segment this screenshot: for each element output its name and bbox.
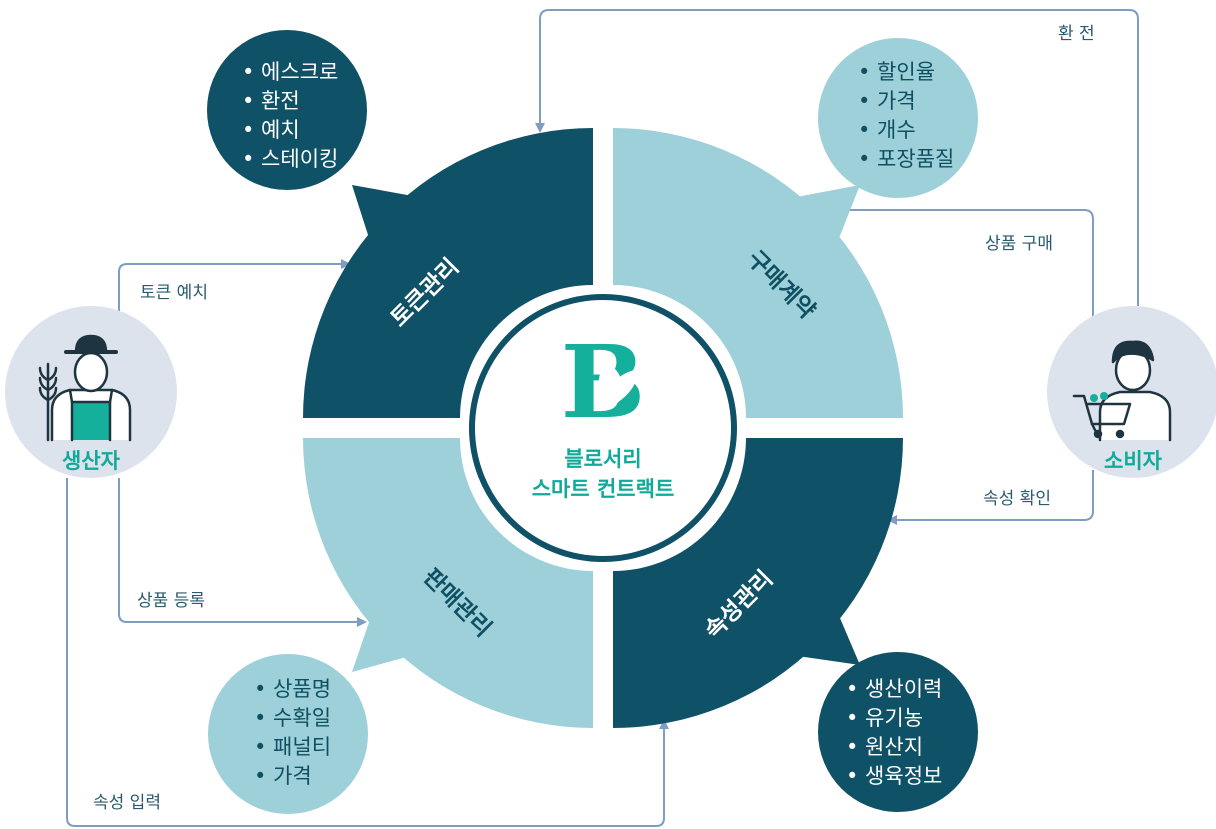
bubble-purchase: • 할인율 • 가격 • 개수 • 포장품질	[818, 38, 978, 198]
bubble-sales-item: • 수확일	[254, 706, 331, 730]
bubble-token: • 에스크로 • 환전 • 예치 • 스테이킹	[207, 30, 367, 190]
flow-token-deposit-line	[118, 259, 351, 324]
quadrant-purchase-tail	[770, 185, 860, 266]
quadrant-token-tail	[352, 185, 446, 266]
flow-attribute-input-label: 속성 입력	[93, 793, 161, 813]
flow-labels: 환 전 상품 구매 속성 확인 토큰 예치 상품 등록 속성 입력	[93, 24, 1095, 813]
center-ring	[469, 294, 737, 562]
flow-purchase-label: 상품 구매	[985, 234, 1053, 254]
center-title-line2: 스마트 컨트랙트	[532, 477, 675, 501]
quadrant-attribute	[613, 438, 903, 728]
contract-ring: 토큰관리 구매계약 판매관리 속성관리	[303, 128, 903, 728]
actor-producer: 생산자	[5, 306, 177, 478]
quadrant-sales-tail	[352, 590, 446, 672]
leaf-icon	[606, 370, 637, 409]
flow-attribute-check-label: 속성 확인	[983, 489, 1051, 509]
bubble-token-item: • 환전	[242, 89, 300, 113]
actor-consumer: 소비자	[1047, 306, 1216, 478]
bubble-purchase-item: • 개수	[858, 118, 916, 142]
flow-exchange-label: 환 전	[1058, 24, 1095, 44]
flow-attribute-check-line	[887, 470, 1094, 525]
bubble-token-item: • 에스크로	[242, 60, 338, 84]
flow-product-register-line	[118, 478, 367, 627]
quadrant-sales	[303, 438, 593, 728]
flow-lines	[66, 9, 1139, 827]
bubble-purchase-item: • 포장품질	[858, 147, 954, 171]
quadrant-token	[303, 128, 593, 418]
bubble-token-item: • 스테이킹	[242, 147, 338, 171]
flow-purchase-line	[837, 205, 1094, 320]
bubble-attribute-item: • 생산이력	[846, 677, 942, 701]
center-hub: B 블로서리 스마트 컨트랙트	[469, 294, 737, 562]
bubble-attribute: • 생산이력 • 유기농 • 원산지 • 생육정보	[818, 652, 978, 812]
bubble-token-item: • 예치	[242, 118, 300, 142]
bubble-attribute-item: • 원산지	[846, 735, 923, 759]
bubble-purchase-item: • 할인율	[858, 60, 935, 84]
blosery-logo: B	[561, 323, 646, 441]
flow-token-deposit-label: 토큰 예치	[140, 283, 208, 303]
bubble-sales-item: • 가격	[254, 764, 312, 788]
bubble-purchase-item: • 가격	[858, 89, 916, 113]
bubble-sales-item: • 패널티	[254, 735, 331, 759]
flow-exchange-line	[535, 9, 1139, 306]
bubble-sales: • 상품명 • 수확일 • 패널티 • 가격	[208, 654, 368, 814]
quadrant-purchase	[613, 128, 903, 418]
flow-attribute-input-line	[66, 478, 669, 827]
consumer-label: 소비자	[1104, 449, 1163, 473]
bubble-attribute-item: • 생육정보	[846, 764, 942, 788]
producer-label: 생산자	[62, 449, 121, 473]
farmer-icon	[38, 334, 132, 442]
center-title-line1: 블로서리	[564, 447, 641, 471]
bubble-attribute-item: • 유기농	[846, 706, 923, 730]
shopper-icon	[1072, 340, 1172, 442]
flow-product-register-label: 상품 등록	[137, 591, 205, 611]
bubble-sales-item: • 상품명	[254, 677, 331, 701]
quadrant-attribute-tail	[770, 590, 860, 665]
